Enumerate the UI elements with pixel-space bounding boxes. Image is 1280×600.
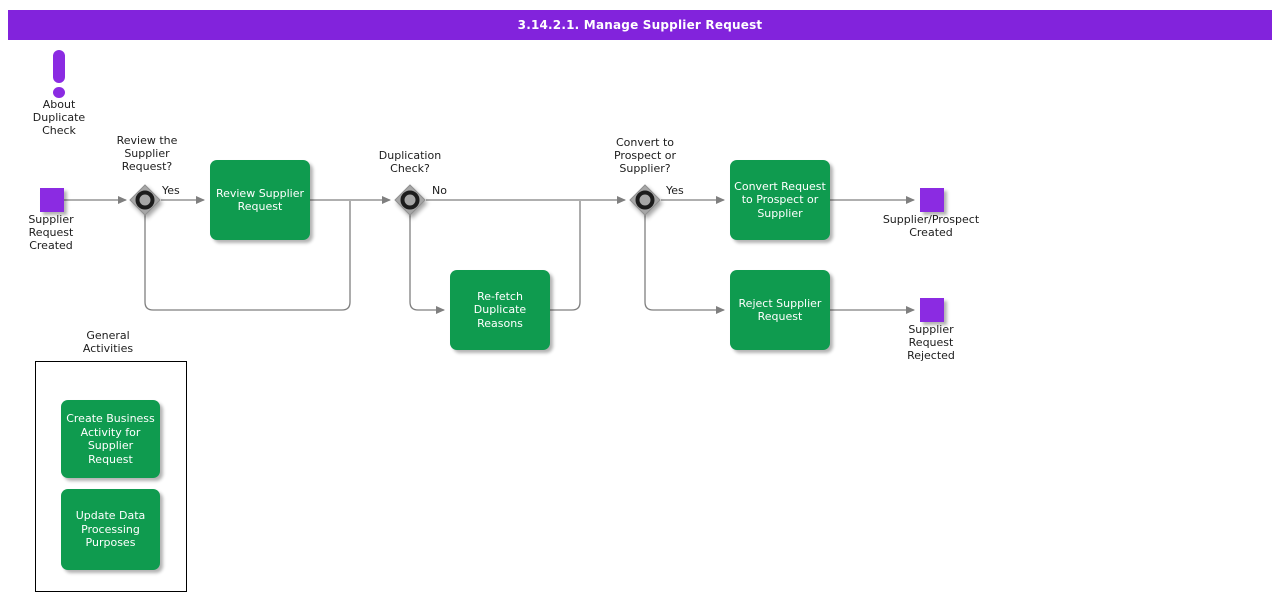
connector-refetch-merge-up — [550, 201, 581, 311]
event-supplier-request-rejected[interactable] — [920, 298, 944, 322]
event-supplier-request-created-label: Supplier Request Created — [28, 213, 74, 252]
event-supplier-prospect-created-label: Supplier/Prospect Created — [882, 213, 980, 239]
activity-convert-request-to-prospect-or-supplier[interactable]: Convert Request to Prospect or Supplier — [730, 160, 830, 240]
decision-duplication-question-label: Duplication Check? — [378, 149, 442, 175]
exclamation-icon[interactable] — [53, 50, 65, 83]
activity-re-fetch-duplicate-reasons[interactable]: Re-fetch Duplicate Reasons — [450, 270, 550, 350]
event-supplier-prospect-created[interactable] — [920, 188, 944, 212]
event-supplier-request-created[interactable] — [40, 188, 64, 212]
about-duplicate-check-label: About Duplicate Check — [32, 98, 86, 137]
decision-convert-to-prospect-or-supplier[interactable] — [627, 182, 663, 218]
page-title: 3.14.2.1. Manage Supplier Request — [517, 18, 763, 32]
general-activities-title: General Activities — [82, 329, 134, 355]
activity-review-supplier-request[interactable]: Review Supplier Request — [210, 160, 310, 240]
event-supplier-request-rejected-label: Supplier Request Rejected — [907, 323, 955, 362]
decision-convert-question-label: Convert to Prospect or Supplier? — [613, 136, 677, 175]
activity-create-business-activity-for-supplier-request[interactable]: Create Business Activity for Supplier Re… — [61, 400, 160, 478]
connector-convert-down-to-reject — [644, 215, 725, 314]
decision-duplication-check[interactable] — [392, 182, 428, 218]
exclamation-icon-dot — [53, 87, 65, 98]
activity-reject-supplier-request[interactable]: Reject Supplier Request — [730, 270, 830, 350]
decision-review-the-supplier-request[interactable] — [127, 182, 163, 218]
diagram-title-bar: 3.14.2.1. Manage Supplier Request — [8, 10, 1272, 40]
activity-update-data-processing-purposes[interactable]: Update Data Processing Purposes — [61, 489, 160, 570]
branch-label-no-duplication: No — [432, 184, 447, 197]
connector-duplication-down-to-refetch — [409, 215, 445, 314]
branch-label-yes-review: Yes — [162, 184, 180, 197]
decision-review-question-label: Review the Supplier Request? — [116, 134, 178, 173]
branch-label-yes-convert: Yes — [666, 184, 684, 197]
